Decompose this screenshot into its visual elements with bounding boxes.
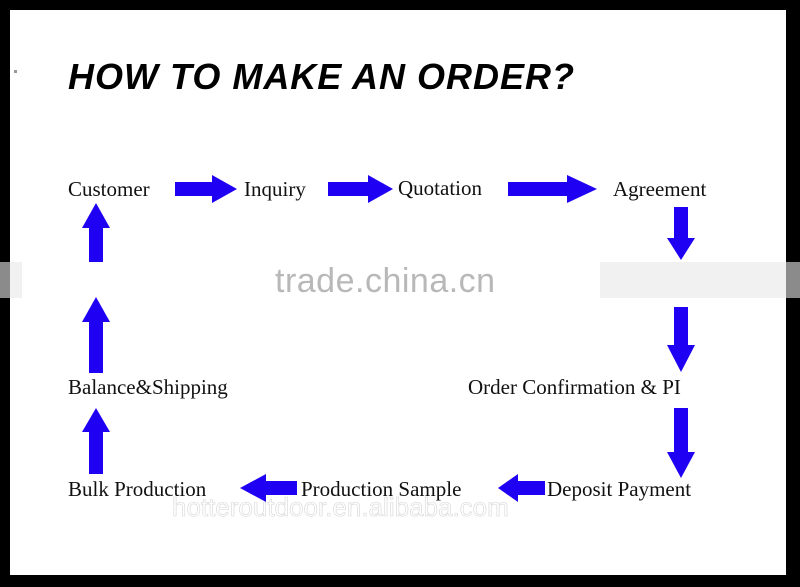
step-order-confirmation: Order Confirmation & PI [468, 375, 681, 399]
step-production-sample: Production Sample [301, 477, 462, 501]
step-agreement: Agreement [613, 177, 707, 201]
arrow-agreement-down-2 [667, 307, 695, 372]
arrow-customer-to-inquiry [175, 175, 237, 203]
arrow-balance-up-1 [82, 297, 110, 373]
arrow-sample-to-bulk [240, 474, 297, 502]
step-bulk-production: Bulk Production [68, 477, 207, 501]
arrow-deposit-to-sample [498, 474, 545, 502]
arrow-agreement-down-1 [667, 207, 695, 260]
watermark-bottom: hotteroutdoor.en.alibaba.com [172, 492, 509, 523]
arrow-balance-up-2 [82, 203, 110, 262]
arrow-confirmation-to-deposit [667, 408, 695, 478]
stray-mark [14, 70, 17, 73]
arrow-bulk-to-balance [82, 408, 110, 474]
arrow-inquiry-to-quotation [328, 175, 393, 203]
watermark-center: trade.china.cn [275, 262, 496, 300]
page-title: HOW TO MAKE AN ORDER? [68, 56, 575, 97]
step-balance-shipping: Balance&Shipping [68, 375, 228, 399]
step-deposit-payment: Deposit Payment [547, 477, 692, 501]
watermark-band-left [0, 262, 22, 298]
arrow-quotation-to-agreement [508, 175, 597, 203]
watermark-band-right [600, 262, 800, 298]
step-quotation: Quotation [398, 176, 482, 200]
step-inquiry: Inquiry [244, 177, 306, 201]
step-customer: Customer [68, 177, 150, 201]
